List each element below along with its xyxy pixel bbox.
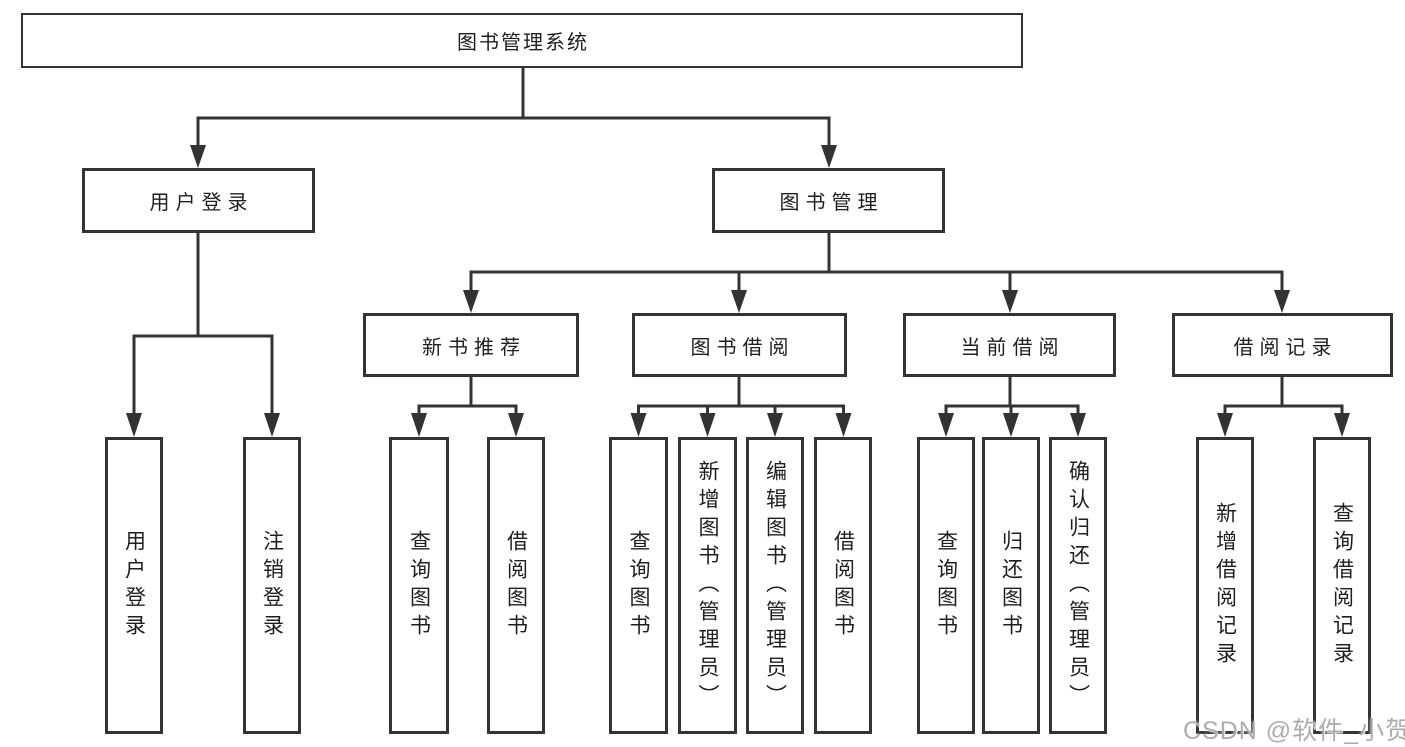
leaf-add-borrow-record: 新增借阅记录 xyxy=(1196,437,1254,734)
leaf-borrow-book: 借阅图书 xyxy=(814,437,872,734)
node-borrow-records: 借阅记录 xyxy=(1172,313,1393,377)
leaf-add-book-admin-label: 新增图书（管理员） xyxy=(696,459,719,712)
node-new-book-recommend-label: 新书推荐 xyxy=(422,336,526,359)
arrowhead-down-icon xyxy=(1070,413,1086,437)
arrowhead-down-icon xyxy=(264,413,280,437)
leaf-recommend-query-book-label: 查询图书 xyxy=(407,529,431,642)
arrowhead-down-icon xyxy=(731,290,747,313)
arrowhead-down-icon xyxy=(835,413,852,437)
leaf-add-borrow-record-label: 新增借阅记录 xyxy=(1213,501,1237,670)
arrowhead-down-icon xyxy=(463,290,479,313)
leaf-borrow-query-book-label: 查询图书 xyxy=(627,529,650,642)
node-book-management: 图书管理 xyxy=(712,168,945,233)
node-book-management-label: 图书管理 xyxy=(779,192,884,214)
node-current-borrow-label: 当前借阅 xyxy=(960,336,1065,359)
leaf-logout-label: 注销登录 xyxy=(260,529,284,642)
leaf-query-borrow-record: 查询借阅记录 xyxy=(1313,437,1371,734)
leaf-recommend-borrow-book-label: 借阅图书 xyxy=(504,529,528,642)
arrowhead-down-icon xyxy=(1274,290,1290,313)
arrowhead-down-icon xyxy=(126,413,142,437)
arrowhead-down-icon xyxy=(508,413,524,437)
leaf-user-login-label: 用户登录 xyxy=(122,529,146,642)
arrowhead-down-icon xyxy=(190,145,206,168)
leaf-query-borrow-record-label: 查询借阅记录 xyxy=(1330,501,1354,670)
arrowhead-down-icon xyxy=(1003,413,1019,437)
leaf-borrow-query-book: 查询图书 xyxy=(609,437,668,734)
node-book-borrow: 图书借阅 xyxy=(632,313,847,377)
node-user-login-label: 用户登录 xyxy=(149,192,254,214)
watermark: CSDN @软件_小贺同学 xyxy=(1183,717,1405,745)
arrowhead-down-icon xyxy=(630,413,647,437)
arrowhead-down-icon xyxy=(699,413,716,437)
node-book-borrow-label: 图书借阅 xyxy=(690,336,795,359)
arrowhead-down-icon xyxy=(1217,413,1233,437)
leaf-current-query-book-label: 查询图书 xyxy=(934,529,958,642)
node-borrow-records-label: 借阅记录 xyxy=(1233,336,1338,359)
leaf-edit-book-admin: 编辑图书（管理员） xyxy=(746,437,804,734)
leaf-user-login: 用户登录 xyxy=(105,437,163,734)
leaf-recommend-borrow-book: 借阅图书 xyxy=(487,437,545,734)
arrowhead-down-icon xyxy=(767,413,783,437)
arrowhead-down-icon xyxy=(938,413,954,437)
leaf-add-book-admin: 新增图书（管理员） xyxy=(678,437,737,734)
arrowhead-down-icon xyxy=(1002,290,1018,313)
arrowhead-down-icon xyxy=(821,145,837,168)
leaf-return-book-label: 归还图书 xyxy=(999,529,1023,642)
leaf-logout: 注销登录 xyxy=(243,437,301,734)
leaf-edit-book-admin-label: 编辑图书（管理员） xyxy=(763,459,787,712)
leaf-recommend-query-book: 查询图书 xyxy=(389,437,449,734)
leaf-current-query-book: 查询图书 xyxy=(917,437,975,734)
leaf-confirm-return-admin: 确认归还（管理员） xyxy=(1049,437,1107,734)
arrowhead-down-icon xyxy=(1334,413,1350,437)
node-new-book-recommend: 新书推荐 xyxy=(363,313,579,377)
node-root-label: 图书管理系统 xyxy=(457,32,589,54)
leaf-confirm-return-admin-label: 确认归还（管理员） xyxy=(1066,459,1090,712)
arrowhead-down-icon xyxy=(411,413,427,437)
node-user-login: 用户登录 xyxy=(82,168,315,233)
node-root: 图书管理系统 xyxy=(21,13,1023,68)
node-current-borrow: 当前借阅 xyxy=(903,313,1116,377)
leaf-return-book: 归还图书 xyxy=(982,437,1040,734)
leaf-borrow-book-label: 借阅图书 xyxy=(831,529,855,642)
